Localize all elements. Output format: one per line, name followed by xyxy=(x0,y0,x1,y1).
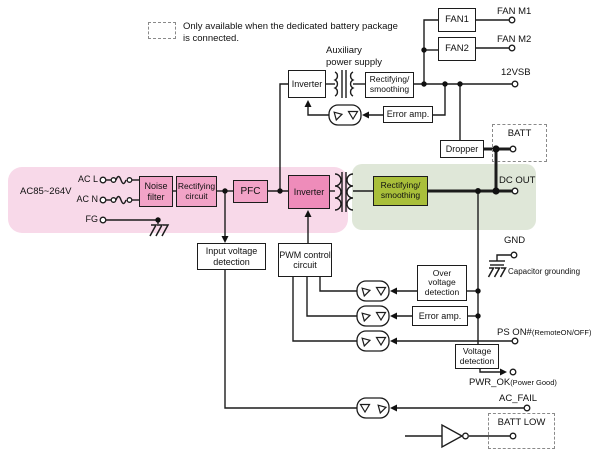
pwr-ok-label: PWR_OK(Power Good) xyxy=(469,377,557,389)
legend-swatch xyxy=(148,22,176,39)
gnd-label: GND xyxy=(504,235,526,246)
block-aux-error-amp: Error amp. xyxy=(383,106,433,123)
fan-m1-label: FAN M1 xyxy=(497,6,532,17)
block-voltage-detection: Voltage detection xyxy=(455,344,499,369)
block-pwm-control: PWM control circuit xyxy=(278,243,332,277)
aux-power-supply-label: Auxiliary power supply xyxy=(326,45,382,68)
ps-on-main: PS ON# xyxy=(497,327,532,338)
terminal-ps-on xyxy=(511,337,519,345)
main-transformer xyxy=(334,172,354,212)
inverter-gate-icon xyxy=(441,423,469,449)
block-fan1: FAN1 xyxy=(438,8,476,32)
block-main-inverter: Inverter xyxy=(288,175,330,209)
terminal-batt xyxy=(509,145,517,153)
arrow-right-icon xyxy=(500,368,507,376)
terminal-pwr-ok xyxy=(509,368,517,376)
block-aux-inverter: Inverter xyxy=(288,70,326,98)
block-rectifying-circuit: Rectifying circuit xyxy=(176,176,217,207)
batt-option-box xyxy=(492,124,547,162)
pwr-ok-sub: (Power Good) xyxy=(510,378,557,387)
fuse-icon xyxy=(126,177,133,183)
capacitor-ground-icon xyxy=(487,267,507,278)
junction-dots xyxy=(155,47,500,319)
terminal-12vsb xyxy=(511,80,519,88)
fuse-icon xyxy=(110,197,117,203)
fg-label: FG xyxy=(85,214,99,224)
capacitor-grounding-label: Capacitor grounding xyxy=(508,267,581,276)
arrow-down-icon xyxy=(221,236,229,243)
arrow-left-icon xyxy=(390,337,397,345)
block-error-amp2: Error amp. xyxy=(412,306,468,326)
ps-on-sub: (RemoteON/OFF) xyxy=(531,328,592,337)
block-aux-rectify-smoothing: Rectifying/ smoothing xyxy=(365,72,414,98)
block-fan2: FAN2 xyxy=(438,37,476,61)
block-dropper: Dropper xyxy=(440,140,484,158)
legend-note: Only available when the dedicated batter… xyxy=(183,21,398,44)
fuse-icon xyxy=(110,177,117,183)
arrow-left-icon xyxy=(362,111,369,119)
fg-ground-icon xyxy=(149,224,170,237)
block-noise-filter: Noise filter xyxy=(139,176,173,207)
dc-out-label: DC OUT xyxy=(499,175,536,186)
ac-range-label: AC85~264V xyxy=(20,186,72,197)
block-pfc: PFC xyxy=(233,180,268,203)
optocoupler-ac-fail xyxy=(356,397,390,419)
pwr-ok-main: PWR_OK xyxy=(469,377,511,388)
block-over-voltage-detection: Over voltage detection xyxy=(417,265,467,301)
terminal-ac-fail xyxy=(523,404,531,412)
optocoupler-error-amp xyxy=(356,305,390,327)
fuse-icon xyxy=(126,197,133,203)
block-input-voltage-detection: Input voltage detection xyxy=(197,243,266,270)
optocoupler-ps-on xyxy=(356,330,390,352)
terminal-ac-l xyxy=(99,176,107,184)
ps-on-label: PS ON#(RemoteON/OFF) xyxy=(497,327,591,339)
arrow-left-icon xyxy=(390,404,397,412)
terminal-fg xyxy=(99,216,107,224)
fan-m2-label: FAN M2 xyxy=(497,34,532,45)
batt-low-label: BATT LOW xyxy=(497,417,546,428)
ac-fail-label: AC_FAIL xyxy=(499,393,538,404)
ac-n-label: AC N xyxy=(76,194,98,204)
terminal-fan-m2 xyxy=(508,44,516,52)
block-main-rectify-smoothing: Rectifying/ smoothing xyxy=(373,176,428,206)
arrow-up-icon xyxy=(304,100,312,107)
batt-label: BATT xyxy=(507,128,532,139)
arrow-up-icon xyxy=(304,210,312,217)
terminal-gnd xyxy=(510,251,518,259)
terminal-dc-out xyxy=(511,187,519,195)
12vsb-label: 12VSB xyxy=(501,67,531,78)
aux-feed-wire xyxy=(279,83,288,191)
optocoupler-aux xyxy=(328,104,362,126)
terminal-ac-n xyxy=(99,196,107,204)
optocoupler-over-voltage xyxy=(356,280,390,302)
terminal-fan-m1 xyxy=(508,16,516,24)
batt-low-option-box xyxy=(488,413,555,449)
terminal-batt-low xyxy=(509,432,517,440)
aux-transformer xyxy=(333,70,355,98)
arrow-left-icon xyxy=(390,287,397,295)
ac-l-label: AC L xyxy=(77,174,98,184)
arrow-left-icon xyxy=(390,312,397,320)
